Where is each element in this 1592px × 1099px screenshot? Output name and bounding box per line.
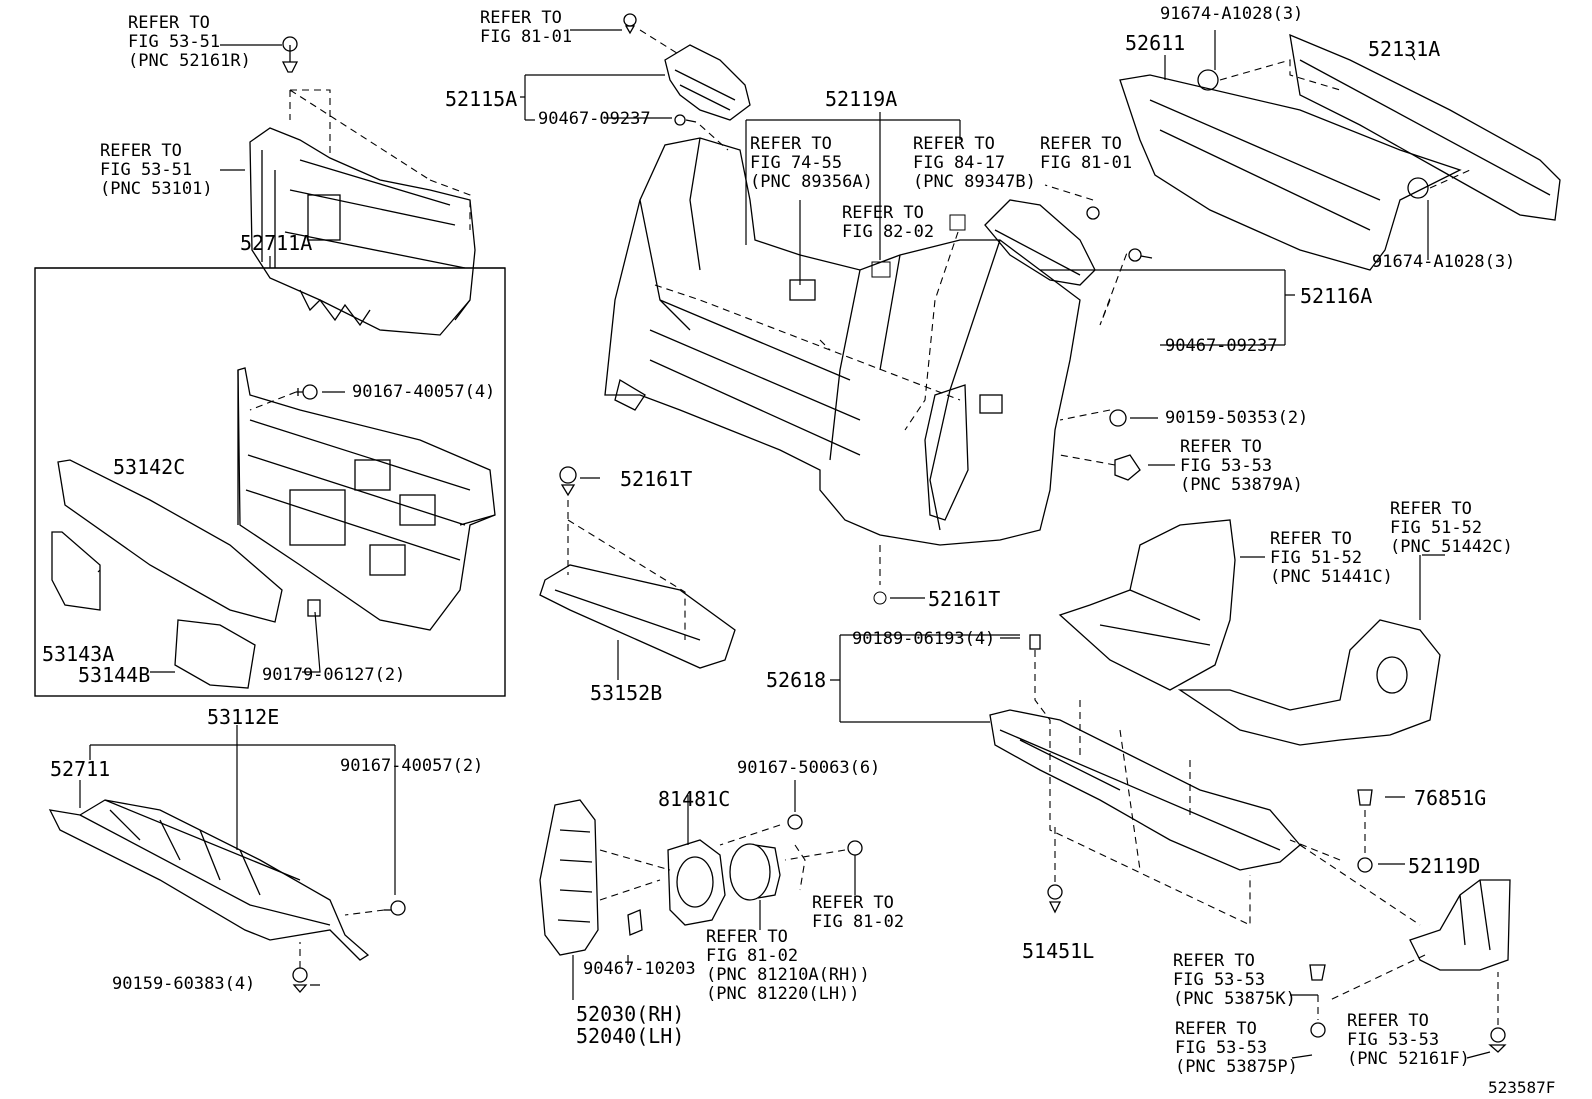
callout-52618: 52618 (766, 668, 827, 692)
undercover-51442c-drawing (1177, 619, 1441, 746)
grille-panel-drawing (237, 367, 496, 631)
diagram-id: 523587F (1488, 1078, 1556, 1097)
callout-ref-81-01-top: REFER TO FIG 81-01 (480, 8, 573, 47)
callout-76851g: 76851G (1414, 786, 1487, 810)
absorber-52611-drawing (1119, 74, 1462, 271)
screw-90167-drawing (296, 384, 318, 400)
bracket-lower-right-drawing (1409, 879, 1511, 971)
callout-53142c: 53142C (113, 455, 186, 479)
callout-53144b: 53144B (78, 663, 151, 687)
callout-ref-53-51-101: REFER TO FIG 53-51 (PNC 53101) (100, 141, 213, 199)
callout-90189-06193: 90189-06193(4) (852, 629, 996, 649)
callout-52161t-bottom: 52161T (928, 587, 1001, 611)
garnish-53144b-drawing (174, 619, 256, 689)
callout-ref-74-55: REFER TO FIG 74-55 (PNC 89356A) (750, 134, 873, 192)
callout-ref-51-52-441c: REFER TO FIG 51-52 (PNC 51441C) (1270, 529, 1393, 587)
callout-81481c: 81481C (658, 787, 731, 811)
callout-51451l: 51451L (1022, 939, 1095, 963)
callout-ref-53-53-879a: REFER TO FIG 53-53 (PNC 53879A) (1180, 437, 1303, 495)
callout-53143a: 53143A (42, 642, 115, 666)
bracket-52115a-drawing (623, 13, 751, 126)
callout-52131a: 52131A (1368, 37, 1441, 61)
callout-52119a: 52119A (825, 87, 898, 111)
callout-90467-09237-left: 90467-09237 (538, 109, 651, 129)
callout-90167-50063: 90167-50063(6) (737, 758, 881, 778)
callout-ref-51-52-442c: REFER TO FIG 51-52 (PNC 51442C) (1390, 499, 1513, 557)
reinforcement-52131a-drawing (1289, 33, 1561, 221)
callout-ref-53-53-875k: REFER TO FIG 53-53 (PNC 53875K) (1173, 951, 1296, 1009)
callout-ref-53-53-161f: REFER TO FIG 53-53 (PNC 52161F) (1347, 1011, 1470, 1069)
callout-ref-82-02: REFER TO FIG 82-02 (842, 203, 935, 242)
bolts-91674-drawing (1197, 69, 1429, 199)
nuts-right-drawing (1047, 789, 1507, 1053)
bracket-53152b-drawing (539, 466, 736, 669)
callout-52030-52040: 52030(RH) 52040(LH) (576, 1002, 685, 1048)
fog-lamp-drawing (729, 843, 781, 901)
fog-cover-52030-drawing (539, 799, 599, 956)
assembly-box (34, 267, 506, 697)
callout-52116a: 52116A (1300, 284, 1373, 308)
callout-90179-06127: 90179-06127(2) (262, 665, 406, 685)
undercover-51441c-drawing (1058, 519, 1236, 691)
lower-garnish-drawing (48, 799, 370, 961)
lower-undercover-52618-drawing (989, 634, 1301, 871)
callout-53152b: 53152B (590, 681, 663, 705)
clips-right-drawing (1109, 409, 1141, 481)
callout-91674-a1028-bottom: 91674-A1028(3) (1372, 252, 1516, 272)
callout-52161t-top: 52161T (620, 467, 693, 491)
callout-52119d: 52119D (1408, 854, 1481, 878)
callout-ref-53-51-r: REFER TO FIG 53-51 (PNC 52161R) (128, 13, 251, 71)
callout-52611: 52611 (1125, 31, 1186, 55)
callout-90467-09237-right: 90467-09237 (1165, 336, 1278, 356)
callout-ref-81-02-b: REFER TO FIG 81-02 (PNC 81210A(RH)) (PNC… (706, 927, 870, 1004)
callout-53112e: 53112E (207, 705, 280, 729)
callout-91674-a1028-top: 91674-A1028(3) (1160, 4, 1304, 24)
callout-52115a: 52115A (445, 87, 518, 111)
callout-90467-10203: 90467-10203 (583, 959, 696, 979)
callout-ref-84-17: REFER TO FIG 84-17 (PNC 89347B) (913, 134, 1036, 192)
screw-90167-lower-drawing (384, 900, 406, 916)
callout-ref-81-02-a: REFER TO FIG 81-02 (812, 893, 905, 932)
bracket-52116a-drawing (984, 199, 1153, 286)
screw-90159-60383-drawing (292, 967, 308, 993)
upper-grille-drawing (249, 36, 476, 336)
garnish-53142c-drawing (57, 459, 283, 623)
callout-90167-40057-4: 90167-40057(4) (352, 382, 496, 402)
callout-ref-53-53-875p: REFER TO FIG 53-53 (PNC 53875P) (1175, 1019, 1298, 1077)
callout-52711a: 52711A (240, 231, 313, 255)
callout-90167-40057-2: 90167-40057(2) (340, 756, 484, 776)
fog-bezel-81481c-drawing (667, 839, 726, 926)
callout-90159-50353: 90159-50353(2) (1165, 408, 1309, 428)
callout-ref-81-01-right: REFER TO FIG 81-01 (1040, 134, 1133, 173)
callout-90159-60383: 90159-60383(4) (112, 974, 256, 994)
bumper-cover-drawing (604, 137, 1081, 546)
garnish-53143a-drawing (51, 531, 101, 611)
callout-52711: 52711 (50, 757, 111, 781)
